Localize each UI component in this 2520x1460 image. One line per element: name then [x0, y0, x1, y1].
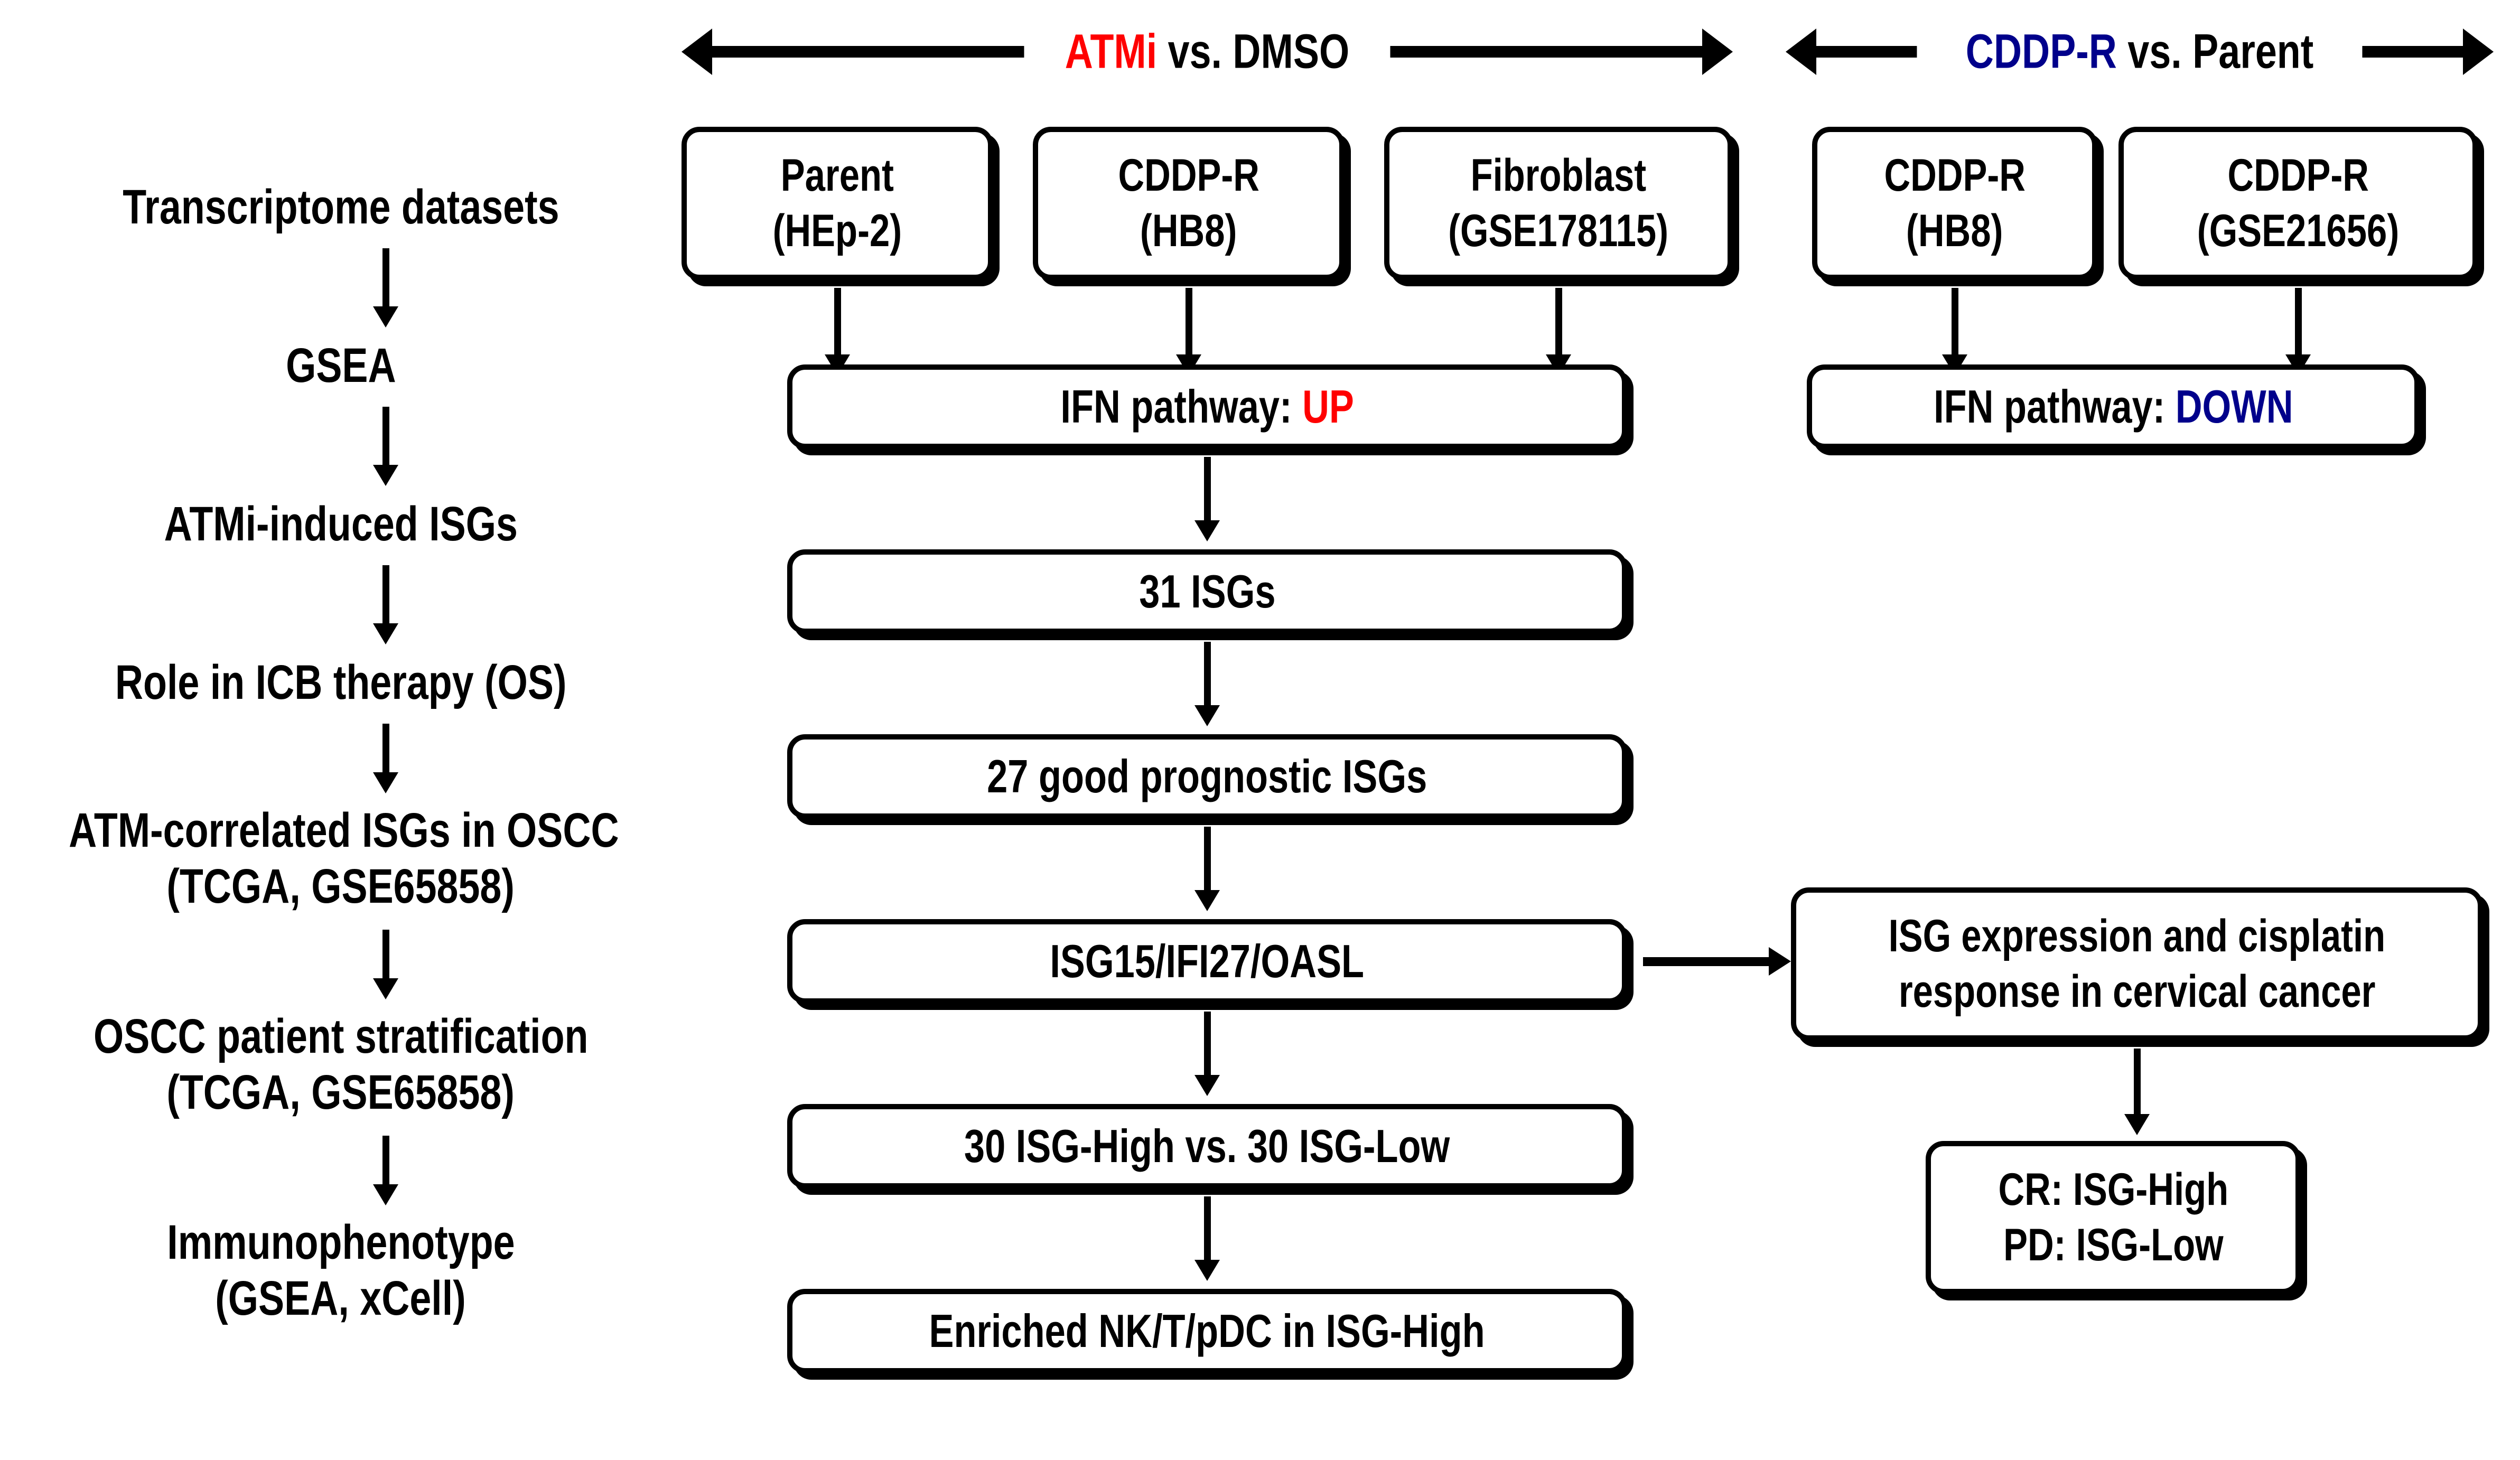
ifn-down-value: DOWN: [2175, 380, 2293, 433]
header-prefix-cddpr: CDDP-R: [1965, 24, 2117, 79]
left-step-label-line2: (TCGA, GSE65858): [166, 1065, 515, 1119]
center-box-label: 27 good prognostic ISGs: [987, 750, 1427, 803]
center-box-label: ISG15/IFI27/OASL: [1050, 935, 1365, 988]
outcome-line2: PD: ISG-Low: [2003, 1220, 2224, 1270]
center-box-ifn-pathway-up[interactable]: IFN pathway: UP: [787, 364, 1627, 449]
left-step-immunophenotype: Immunophenotype (GSEA, xCell): [0, 1215, 682, 1327]
left-step-oscc-patient-stratification: OSCC patient stratification (TCGA, GSE65…: [0, 1009, 682, 1121]
center-box-isg-high-vs-low[interactable]: 30 ISG-High vs. 30 ISG-Low: [787, 1104, 1627, 1188]
source-box-line2: (HEp-2): [772, 205, 902, 256]
left-step-label-line2: (GSEA, xCell): [215, 1271, 466, 1325]
source-box-line2: (HB8): [1906, 205, 2003, 256]
cervical-line1: ISG expression and cisplatin: [1888, 911, 2386, 962]
ifn-up-value: UP: [1302, 380, 1354, 433]
source-box-cddpr-gse21656[interactable]: CDDP-R (GSE21656): [2118, 127, 2478, 280]
header-arrow-cddpr-vs-parent: CDDP-R vs. Parent: [1786, 24, 2494, 80]
left-step-label-line1: Immunophenotype: [166, 1215, 515, 1269]
ifn-down-label: IFN pathway:: [1933, 380, 2176, 433]
source-box-line1: CDDP-R: [2227, 150, 2369, 201]
source-box-line1: CDDP-R: [1884, 150, 2026, 201]
header-label-atmi-vs-dmso: ATMi vs. DMSO: [1024, 24, 1390, 80]
source-box-line2: (HB8): [1140, 205, 1237, 256]
left-step-role-in-icb-therapy: Role in ICB therapy (OS): [0, 655, 682, 711]
source-box-line1: CDDP-R: [1118, 150, 1259, 201]
left-step-label-line1: ATM-correlated ISGs in OSCC: [69, 803, 619, 857]
right-box-ifn-pathway-down[interactable]: IFN pathway: DOWN: [1807, 364, 2420, 449]
source-box-line2: (GSE178115): [1448, 205, 1669, 256]
outcome-line1: CR: ISG-High: [1998, 1164, 2228, 1215]
source-box-parent-hep2[interactable]: Parent (HEp-2): [682, 127, 993, 280]
center-box-label: 31 ISGs: [1138, 565, 1276, 618]
source-box-line1: Fibroblast: [1470, 150, 1647, 201]
left-step-label: Transcriptome datasets: [122, 180, 559, 234]
arrow-head-right-icon: [2463, 29, 2494, 75]
header-label-cddpr-vs-parent: CDDP-R vs. Parent: [1917, 24, 2363, 80]
left-step-transcriptome-datasets: Transcriptome datasets: [0, 180, 682, 236]
center-box-enriched-nk-t-pdc[interactable]: Enriched NK/T/pDC in ISG-High: [787, 1289, 1627, 1373]
left-step-label: ATMi-induced ISGs: [164, 497, 518, 551]
source-box-line2: (GSE21656): [2197, 205, 2400, 256]
source-box-fibroblast[interactable]: Fibroblast (GSE178115): [1384, 127, 1733, 280]
left-step-label: Role in ICB therapy (OS): [115, 656, 567, 709]
center-box-31-isgs[interactable]: 31 ISGs: [787, 549, 1627, 634]
header-prefix-atmi: ATMi: [1065, 24, 1158, 79]
left-step-label: GSEA: [285, 339, 396, 392]
right-box-cervical-cancer[interactable]: ISG expression and cisplatin response in…: [1791, 887, 2483, 1041]
source-box-cddpr-hb8-right[interactable]: CDDP-R (HB8): [1812, 127, 2097, 280]
center-box-label: Enriched NK/T/pDC in ISG-High: [929, 1305, 1486, 1358]
left-step-label-line1: OSCC patient stratification: [93, 1009, 589, 1063]
center-box-isg-genes[interactable]: ISG15/IFI27/OASL: [787, 919, 1627, 1004]
right-box-outcome[interactable]: CR: ISG-High PD: ISG-Low: [1926, 1141, 2301, 1294]
arrow-head-right-icon: [1702, 29, 1733, 75]
arrow-head-left-icon: [682, 29, 712, 75]
left-step-atm-correlated-isgs: ATM-correlated ISGs in OSCC (TCGA, GSE65…: [0, 803, 682, 915]
arrow-head-left-icon: [1786, 29, 1816, 75]
center-box-27-good-prognostic-isgs[interactable]: 27 good prognostic ISGs: [787, 734, 1627, 819]
header-suffix-vs-parent: vs. Parent: [2116, 24, 2314, 79]
left-step-label-line2: (TCGA, GSE65858): [166, 859, 515, 913]
left-step-gsea: GSEA: [0, 338, 682, 394]
ifn-up-label: IFN pathway:: [1060, 380, 1302, 433]
source-box-cddpr-hb8-left[interactable]: CDDP-R (HB8): [1033, 127, 1345, 280]
cervical-line2: response in cervical cancer: [1898, 966, 2376, 1017]
left-step-atmi-induced-isgs: ATMi-induced ISGs: [0, 497, 682, 553]
header-arrow-atmi-vs-dmso: ATMi vs. DMSO: [682, 24, 1733, 80]
source-box-line1: Parent: [780, 150, 894, 201]
header-suffix-vs-dmso: vs. DMSO: [1157, 24, 1350, 79]
center-box-label: 30 ISG-High vs. 30 ISG-Low: [964, 1120, 1450, 1173]
